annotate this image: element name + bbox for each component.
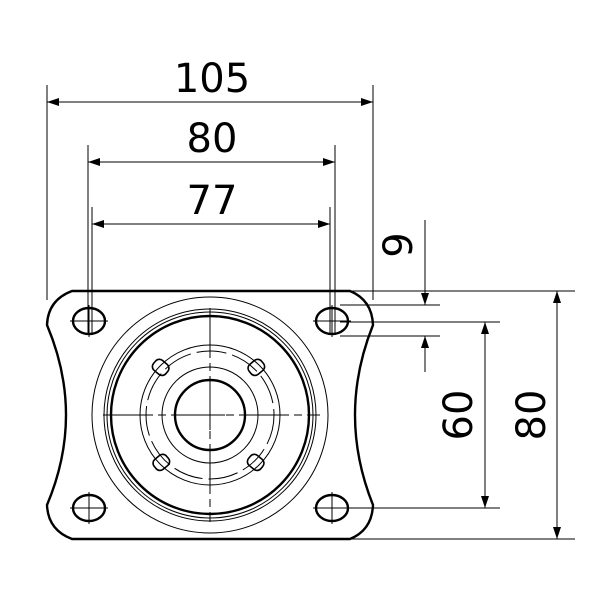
label-80-width: 80 bbox=[187, 116, 238, 162]
label-105: 105 bbox=[174, 56, 250, 102]
dimension-hole-spacing-height: 60 bbox=[436, 322, 489, 508]
label-60: 60 bbox=[436, 390, 482, 441]
dimension-inner-hole-spacing: 77 bbox=[92, 178, 330, 228]
label-9: 9 bbox=[376, 232, 422, 257]
mounting-holes bbox=[70, 305, 351, 524]
dimension-overall-height: 80 bbox=[509, 291, 561, 539]
rivets bbox=[151, 358, 266, 472]
dimension-slot: 9 bbox=[376, 220, 429, 372]
dimension-overall-width: 105 bbox=[47, 56, 373, 106]
extension-lines bbox=[46, 85, 575, 540]
plate-outline bbox=[45, 289, 375, 541]
center-lines bbox=[103, 308, 320, 522]
dimension-hole-spacing-width: 80 bbox=[88, 116, 335, 166]
label-80-height: 80 bbox=[509, 390, 555, 441]
label-77: 77 bbox=[187, 178, 238, 224]
